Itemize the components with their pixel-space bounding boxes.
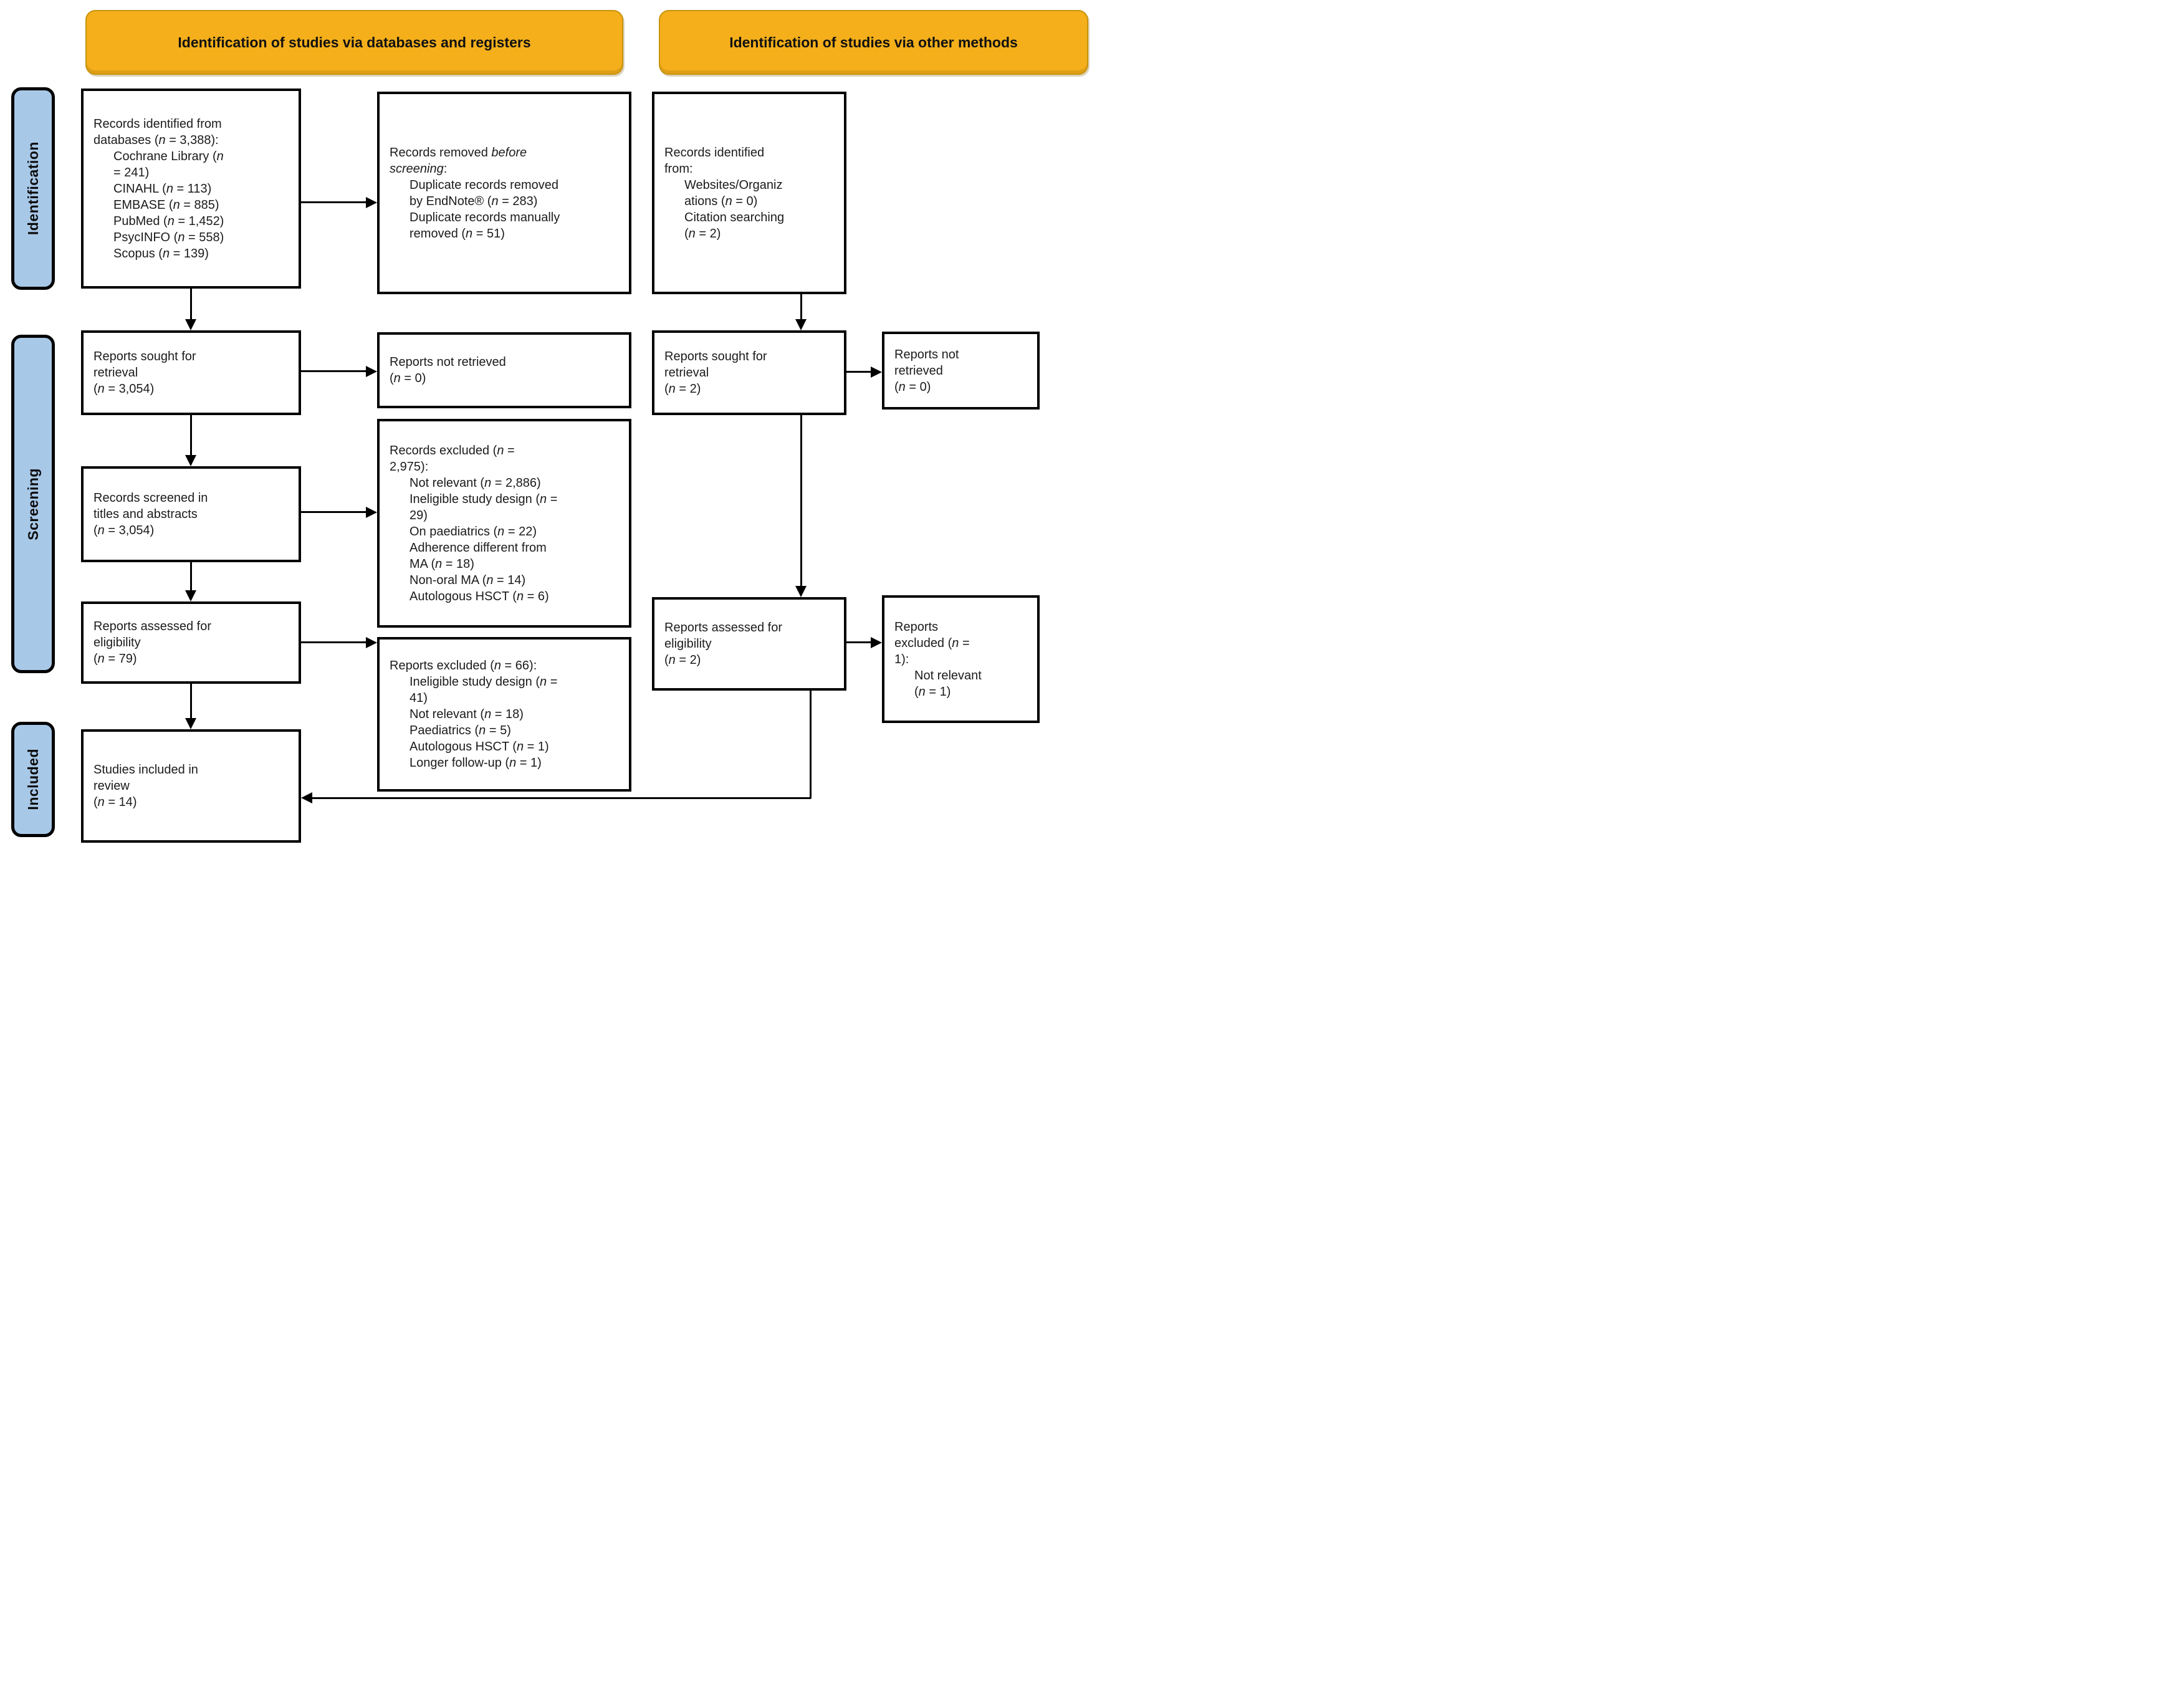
arrow-other-sought-to-notretrieved-head xyxy=(871,367,882,378)
arrow-other-sought-to-assessed-head xyxy=(795,586,807,597)
box-text: (n = 79) xyxy=(93,652,137,666)
stage-identification: Identification xyxy=(11,87,55,290)
box-reports-assessed-databases: Reports assessed for eligibility (n = 79… xyxy=(81,601,301,684)
box-reports-excluded-other: Reports excluded (n = 1): Not relevant (… xyxy=(882,595,1040,723)
arrow-assessed-to-reportsexcluded-line xyxy=(300,641,366,643)
arrow-screened-to-assessed-head xyxy=(185,590,196,601)
box-records-identified-databases: Records identified from databases (n = 3… xyxy=(81,89,301,289)
box-text: Not relevant (n = 1) xyxy=(914,668,982,699)
box-text: Adherence different from MA (n = 18) xyxy=(410,540,547,571)
box-text: Records identified from databases (n = 3… xyxy=(93,117,222,147)
box-text: Duplicate records manually removed (n = … xyxy=(410,210,560,241)
box-text: Not relevant (n = 2,886) xyxy=(410,476,541,490)
arrow-sought-to-screened-head xyxy=(185,455,196,466)
arrow-other-assessed-to-excluded-line xyxy=(846,641,871,643)
box-text: Records screened in titles and abstracts xyxy=(93,491,208,521)
box-text: Reports sought for retrieval xyxy=(664,350,767,380)
box-text: Reports not retrieved xyxy=(390,355,506,369)
box-text: (n = 2) xyxy=(664,382,701,396)
box-text: (n = 2) xyxy=(664,653,701,667)
box-text: Autologous HSCT (n = 1) xyxy=(410,740,549,754)
box-text: Duplicate records removed by EndNote® (n… xyxy=(410,178,558,208)
arrow-assessed-to-included-head xyxy=(185,718,196,729)
arrow-other-sought-to-notretrieved-line xyxy=(846,371,871,373)
arrow-other-identified-to-sought-head xyxy=(795,319,807,330)
arrow-identified-to-sought-head xyxy=(185,319,196,330)
box-text: Scopus (n = 139) xyxy=(113,246,209,261)
box-text: Reports assessed for eligibility xyxy=(664,621,782,651)
box-text: Ineligible study design (n = 41) xyxy=(410,675,558,705)
header-other-methods: Identification of studies via other meth… xyxy=(659,10,1088,75)
arrow-screened-to-excluded-line xyxy=(300,511,366,513)
box-records-removed-before-screening: Records removed before screening: Duplic… xyxy=(377,92,631,294)
prisma-flow-diagram: Identification of studies via databases … xyxy=(0,0,1092,851)
box-reports-sought-databases: Reports sought for retrieval (n = 3,054) xyxy=(81,330,301,415)
box-text: Reports not retrieved xyxy=(894,347,959,378)
box-text: Reports sought for retrieval xyxy=(93,350,196,380)
box-reports-excluded-databases: Reports excluded (n = 66): Ineligible st… xyxy=(377,637,631,792)
box-text: PsycINFO (n = 558) xyxy=(113,230,224,244)
box-text: Ineligible study design (n = 29) xyxy=(410,492,558,522)
arrow-other-identified-to-sought-line xyxy=(800,294,802,320)
box-text: Records identified from: xyxy=(664,145,765,176)
box-text: (n = 3,054) xyxy=(93,524,155,537)
arrow-assessed-to-reportsexcluded-head xyxy=(366,637,377,648)
box-text: (n = 14) xyxy=(93,795,137,809)
box-text: Paediatrics (n = 5) xyxy=(410,724,511,737)
box-records-identified-other: Records identified from: Websites/Organi… xyxy=(652,92,846,294)
box-text: Reports excluded (n = 1): xyxy=(894,620,970,666)
arrow-screened-to-assessed-line xyxy=(190,562,192,591)
box-text: Non-oral MA (n = 14) xyxy=(410,573,526,587)
box-text: EMBASE (n = 885) xyxy=(113,198,219,212)
connector-other-to-included-line xyxy=(312,797,811,799)
arrow-sought-to-screened-line xyxy=(190,414,192,456)
connector-other-to-included-head xyxy=(301,792,312,803)
arrow-other-sought-to-assessed-line xyxy=(800,414,802,587)
box-text: CINAHL (n = 113) xyxy=(113,181,212,196)
box-text: (n = 0) xyxy=(894,380,931,394)
box-text: Longer follow-up (n = 1) xyxy=(410,756,542,770)
arrow-identified-to-removed-head xyxy=(366,197,377,208)
box-text: (n = 3,054) xyxy=(93,382,155,396)
box-studies-included: Studies included in review (n = 14) xyxy=(81,729,301,843)
box-text: Reports assessed for eligibility xyxy=(93,620,211,649)
box-text: Records excluded (n = 2,975): xyxy=(390,443,515,474)
box-records-excluded: Records excluded (n = 2,975): Not releva… xyxy=(377,419,631,628)
stage-identification-label: Identification xyxy=(24,141,41,236)
box-text: Websites/Organiz ations (n = 0) xyxy=(684,178,783,208)
stage-screening-label: Screening xyxy=(24,467,41,540)
box-text: Cochrane Library (n = 241) xyxy=(113,149,224,180)
stage-included: Included xyxy=(11,722,55,837)
box-text: On paediatrics (n = 22) xyxy=(410,524,537,539)
box-reports-assessed-other: Reports assessed for eligibility (n = 2) xyxy=(652,597,846,691)
box-reports-not-retrieved-other: Reports not retrieved (n = 0) xyxy=(882,332,1040,410)
arrow-screened-to-excluded-head xyxy=(366,507,377,518)
box-text: Citation searching (n = 2) xyxy=(684,210,785,241)
arrow-identified-to-sought-line xyxy=(190,288,192,320)
arrow-other-assessed-to-excluded-head xyxy=(871,637,882,648)
box-text: (n = 0) xyxy=(390,371,426,385)
box-text: Autologous HSCT (n = 6) xyxy=(410,589,549,603)
box-text: Not relevant (n = 18) xyxy=(410,707,524,721)
stage-screening: Screening xyxy=(11,335,55,673)
arrow-assessed-to-included-line xyxy=(190,683,192,719)
stage-included-label: Included xyxy=(24,749,41,810)
box-records-screened: Records screened in titles and abstracts… xyxy=(81,466,301,562)
header-databases-registers: Identification of studies via databases … xyxy=(85,10,623,75)
arrow-sought-to-notretrieved-line xyxy=(300,370,366,372)
box-text: Studies included in review xyxy=(93,763,198,793)
box-reports-not-retrieved-databases: Reports not retrieved (n = 0) xyxy=(377,332,631,408)
connector-other-assessed-down-line xyxy=(810,690,812,798)
arrow-sought-to-notretrieved-head xyxy=(366,366,377,377)
box-text: Records removed before screening: xyxy=(390,145,527,176)
arrow-identified-to-removed-line xyxy=(300,201,366,203)
box-text: Reports excluded (n = 66): xyxy=(390,659,537,673)
box-text: PubMed (n = 1,452) xyxy=(113,214,224,228)
box-reports-sought-other: Reports sought for retrieval (n = 2) xyxy=(652,330,846,415)
